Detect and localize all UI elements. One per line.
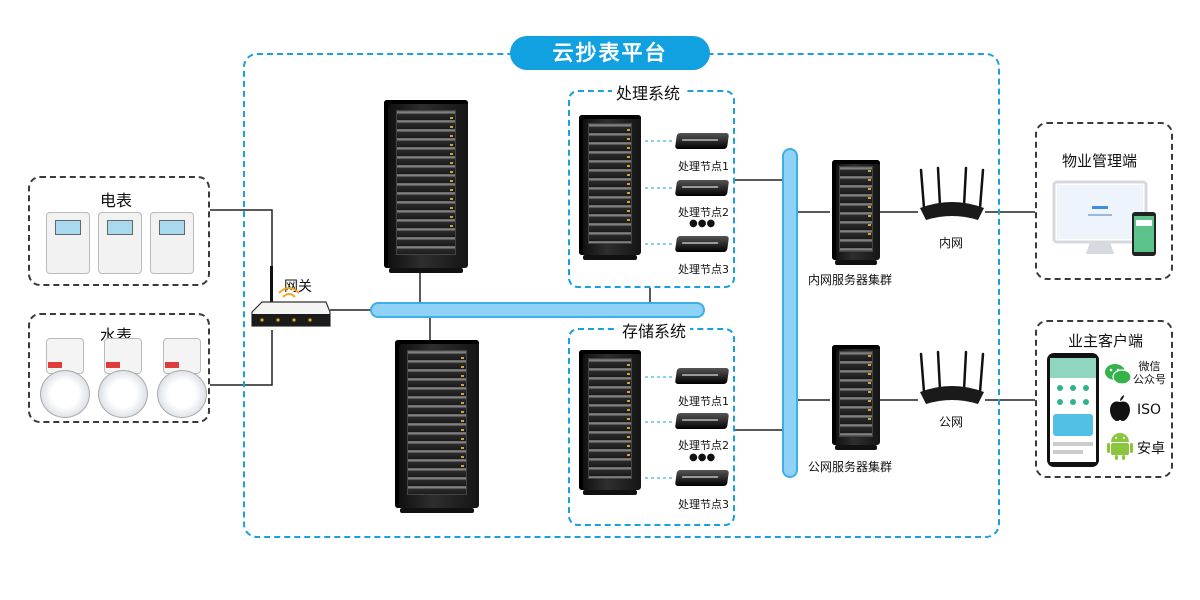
storage-node-1-device [674,368,730,384]
wechat-label: 微信 公众号 [1133,360,1166,386]
server-rack-upper [384,100,468,273]
public-router-label: 公网 [939,415,964,429]
public-cluster-label: 公网服务器集群 [808,460,893,474]
processing-node-3-device [674,236,730,252]
apple-icon [1110,395,1130,421]
gateway-icon [251,266,331,327]
owner-client-group [1035,320,1173,478]
processing-system-title: 处理系统 [612,80,685,104]
electric-meter-1 [46,212,90,274]
electric-meter-2 [98,212,142,274]
processing-node-3-label: 处理节点3 [678,263,729,276]
storage-node-3-label: 处理节点3 [678,498,729,511]
owner-client-title: 业主客户端 [1068,332,1144,350]
ios-label: ISO [1137,402,1162,418]
electric-meter-group [28,176,210,286]
water-meter-group [28,313,210,423]
electric-meter-3 [150,212,194,274]
processing-rack [579,115,641,260]
intranet-router-icon [919,166,985,220]
android-icon [1107,433,1133,460]
network-bus-horizontal [370,302,705,318]
processing-node-2-device [674,180,730,196]
gateway-label: 网关 [284,279,312,295]
storage-node-2-device [674,413,730,429]
water-meter-3 [157,338,207,418]
property-management-title: 物业管理端 [1062,152,1138,170]
public-router-icon [919,350,985,404]
storage-node-1-label: 处理节点1 [678,395,729,408]
platform-title: 云抄表平台 [510,36,710,70]
storage-node-2-label: 处理节点2 [678,439,729,452]
storage-system-title: 存储系统 [618,318,691,342]
property-management-group [1035,122,1173,280]
public-server-cluster [832,345,880,450]
wechat-label-text: 微信 公众号 [1133,360,1166,386]
processing-node-1-label: 处理节点1 [678,160,729,173]
intranet-cluster-label: 内网服务器集群 [808,273,893,287]
water-meter-1 [40,338,90,418]
android-label: 安卓 [1137,441,1165,457]
water-meter-2 [98,338,148,418]
network-bus-vertical [782,148,798,478]
processing-node-2-label: 处理节点2 [678,206,729,219]
desktop-monitor-icon [1052,180,1156,256]
processing-node-1-device [674,133,730,149]
storage-node-3-device [674,470,730,486]
processing-ellipsis: ●●● [689,218,716,229]
owner-phone-icon [1047,353,1099,467]
server-rack-lower [395,340,479,513]
wechat-icon [1105,364,1132,385]
storage-ellipsis: ●●● [689,452,716,463]
electric-meter-label: 电表 [100,191,133,210]
intranet-server-cluster [832,160,880,265]
intranet-router-label: 内网 [939,236,964,250]
storage-rack [579,350,641,495]
